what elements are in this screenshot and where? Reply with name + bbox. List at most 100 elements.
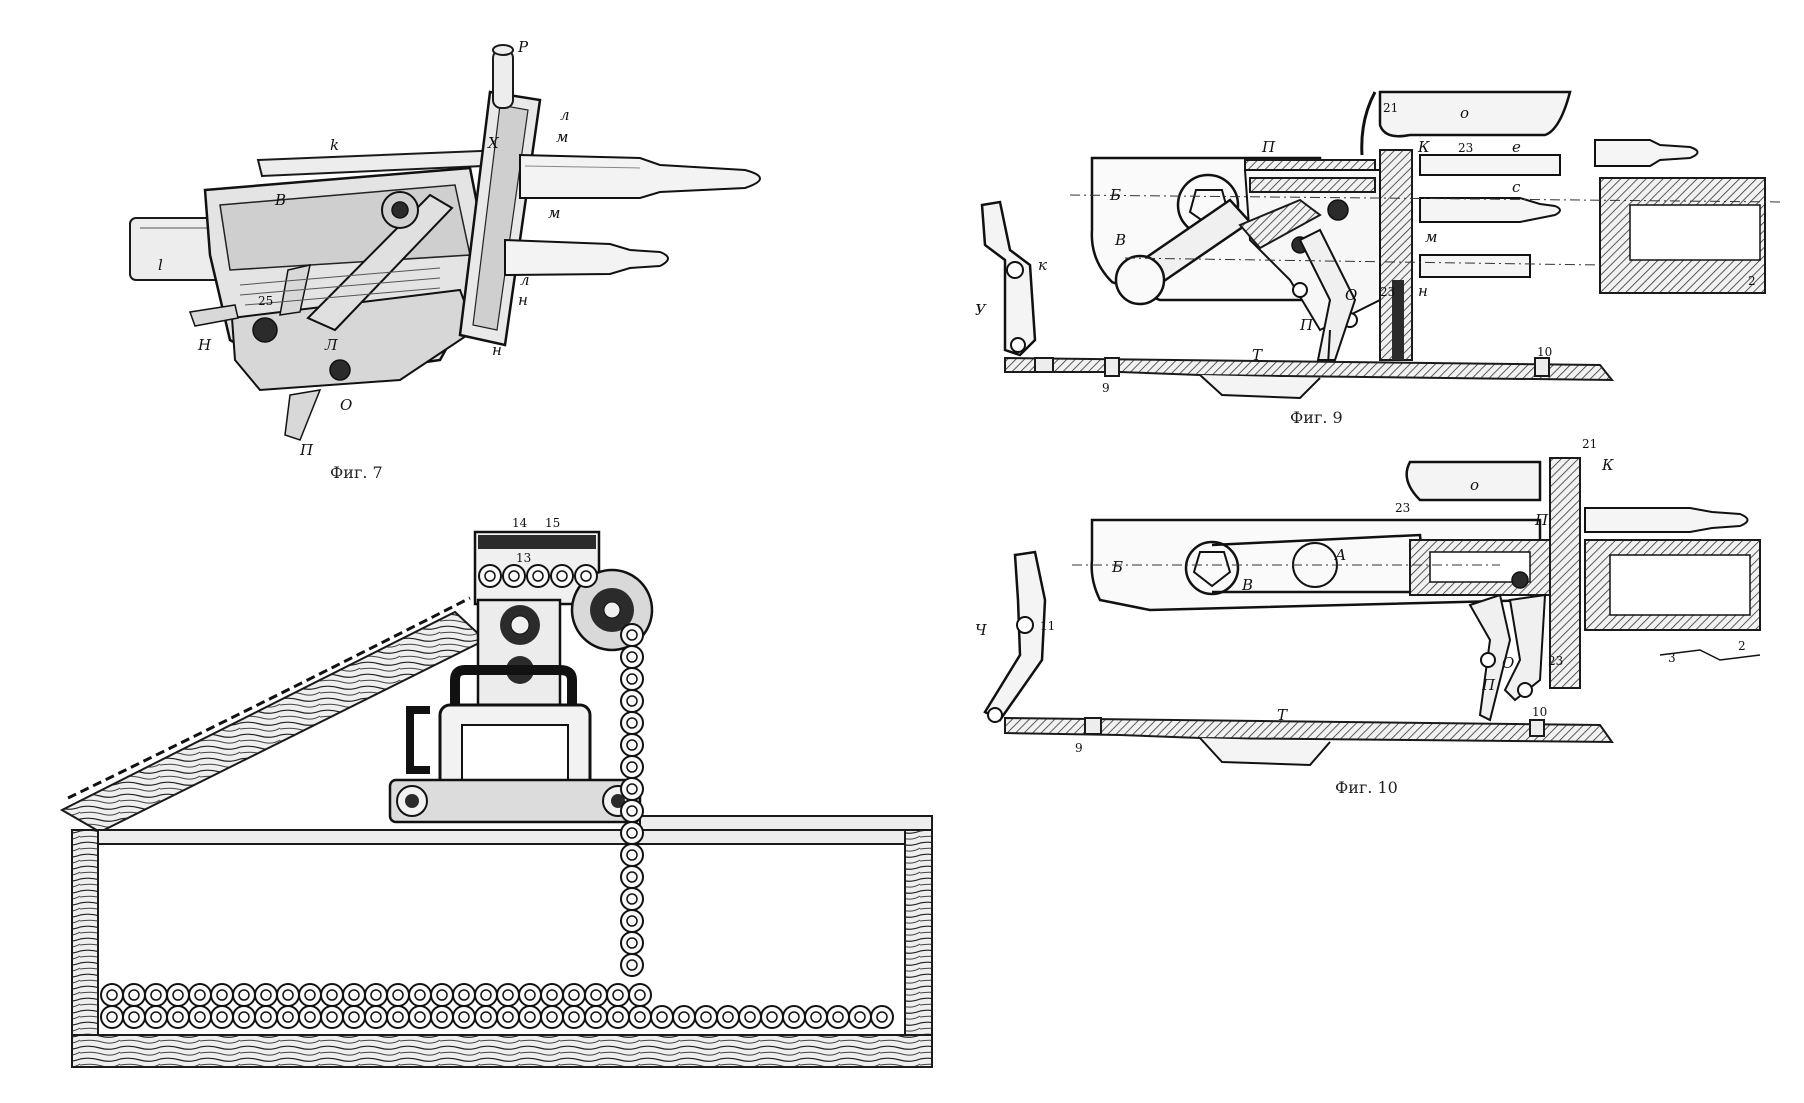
cartridge-round — [276, 1005, 300, 1029]
cartridge-round — [620, 667, 644, 691]
fig10-label: 3 — [1668, 651, 1676, 665]
fig10-label: 11 — [1040, 619, 1055, 633]
cartridge-round — [562, 983, 586, 1007]
fig10-label: Б — [1111, 558, 1123, 576]
fig7-label: м — [548, 204, 560, 222]
cartridge-round — [848, 1005, 872, 1029]
figure-9-mechanism-section: 21 о П К 23 е Б с В м к У О 23 н П Т 9 1… — [975, 90, 1781, 427]
cartridge-round — [430, 1005, 454, 1029]
cartridge-round — [298, 1005, 322, 1029]
cartridge-round — [620, 755, 644, 779]
fig9-label: К — [1417, 138, 1430, 156]
cartridge-round — [122, 983, 146, 1007]
fig10-label: Ч — [975, 621, 987, 639]
cartridge-round — [628, 983, 652, 1007]
cartridge-round — [620, 843, 644, 867]
fig7-label: k — [330, 136, 339, 154]
cartridge-round — [826, 1005, 850, 1029]
cartridge-round — [166, 983, 190, 1007]
fig10-label: О — [1502, 654, 1514, 672]
figure-8-ammo-box: 14 15 13 — [59, 516, 933, 1068]
cartridge-round — [254, 983, 278, 1007]
fig9-label: 2 — [1748, 274, 1756, 288]
cartridge-round — [716, 1005, 740, 1029]
fig9-label: о — [1460, 104, 1469, 122]
figure-10-mechanism-section: 21 К о 23 П Б А В Ч 11 23 О 3 2 П Т 9 10… — [975, 437, 1761, 797]
cartridge-round — [364, 983, 388, 1007]
cartridge-round — [342, 983, 366, 1007]
cartridge-round — [474, 983, 498, 1007]
cartridge-round — [620, 887, 644, 911]
fig9-label: П — [1299, 316, 1314, 334]
cartridge-round — [606, 1005, 630, 1029]
figure-10-caption: Фиг. 10 — [1335, 778, 1398, 797]
fig10-label: В — [1241, 576, 1253, 594]
cartridge-round — [620, 953, 644, 977]
fig10-label: 21 — [1582, 437, 1597, 451]
fig10-label: К — [1601, 456, 1614, 474]
fig10-label: 23 — [1395, 501, 1410, 515]
cartridge-round — [620, 711, 644, 735]
fig10-label: П — [1481, 676, 1496, 694]
fig7-label: Н — [197, 336, 212, 354]
cartridge-round — [210, 1005, 234, 1029]
cartridge-round — [540, 983, 564, 1007]
fig7-label: н — [492, 341, 502, 359]
cartridge-round — [782, 1005, 806, 1029]
cartridge-round — [452, 983, 476, 1007]
cartridge-round — [386, 983, 410, 1007]
fig7-label: л — [560, 106, 570, 124]
cartridge-round — [232, 1005, 256, 1029]
cartridge-round — [320, 983, 344, 1007]
cartridge-round — [650, 1005, 674, 1029]
cartridge-round — [620, 733, 644, 757]
cartridge-round — [620, 623, 644, 647]
fig7-label: Х — [487, 134, 500, 152]
cartridge-round — [408, 983, 432, 1007]
cartridge-round — [342, 1005, 366, 1029]
cartridge-round — [210, 983, 234, 1007]
cartridge-round — [100, 1005, 124, 1029]
feed-belt-upper — [478, 564, 598, 588]
fig7-label: В — [274, 191, 286, 209]
cartridge-round — [386, 1005, 410, 1029]
cartridge-round — [518, 1005, 542, 1029]
cartridge-round — [804, 1005, 828, 1029]
cartridge-round — [672, 1005, 696, 1029]
cartridge-round — [620, 865, 644, 889]
cartridge-round — [620, 689, 644, 713]
cartridge-round — [474, 1005, 498, 1029]
fig7-label: l — [158, 256, 163, 274]
fig10-label: П — [1534, 511, 1549, 529]
fig7-label: м — [556, 128, 568, 146]
cartridge-round — [584, 983, 608, 1007]
fig7-label: л — [520, 271, 530, 289]
fig10-label: А — [1334, 546, 1346, 564]
fig9-label: 9 — [1102, 381, 1110, 395]
cartridge-round — [100, 983, 124, 1007]
cartridge-round — [452, 1005, 476, 1029]
fig8-label: 15 — [545, 516, 560, 530]
cartridge-round — [628, 1005, 652, 1029]
cartridge-round — [584, 1005, 608, 1029]
fig9-label: м — [1425, 228, 1437, 246]
fig9-label: е — [1512, 138, 1521, 156]
fig10-label: 9 — [1075, 741, 1083, 755]
fig9-label: 23 — [1380, 285, 1395, 299]
fig9-label: Т — [1252, 346, 1263, 364]
fig7-label: 25 — [258, 294, 273, 308]
cartridge-round — [276, 983, 300, 1007]
cartridge-round — [562, 1005, 586, 1029]
figure-7-breech-block: Р k Х л м В м l 25 л н Н Л н О П Фиг. 7 — [129, 38, 761, 482]
cartridge-round — [430, 983, 454, 1007]
cartridge-round — [870, 1005, 894, 1029]
cartridge-round — [760, 1005, 784, 1029]
fig9-label: Б — [1109, 186, 1121, 204]
figure-7-caption: Фиг. 7 — [330, 463, 383, 482]
fig7-label: Л — [324, 336, 338, 354]
fig10-label: о — [1470, 476, 1479, 494]
cartridge-round — [694, 1005, 718, 1029]
cartridge-round — [188, 1005, 212, 1029]
cartridge-round — [364, 1005, 388, 1029]
